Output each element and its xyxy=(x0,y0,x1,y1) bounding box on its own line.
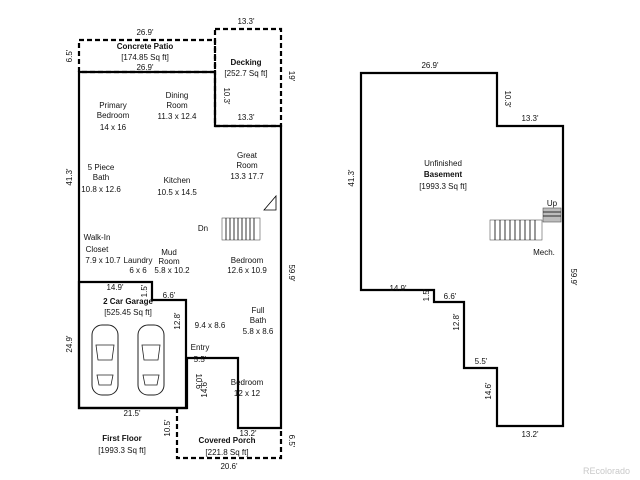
laundry-label: Laundry xyxy=(124,256,153,265)
dimension-label: 13.3' xyxy=(237,113,255,122)
dimension-label: 26.9' xyxy=(136,28,154,37)
dimension-label: 13.3' xyxy=(521,114,539,123)
dimension-label: 5.5' xyxy=(194,355,207,364)
dimension-label: 1.5' xyxy=(422,288,431,301)
dimension-label: 10.3' xyxy=(222,87,231,105)
dimension-label: 26.9' xyxy=(421,61,439,70)
laundry-dims: 6 x 6 xyxy=(129,266,147,275)
decking-area: [252.7 Sq ft] xyxy=(224,69,267,78)
car-icon xyxy=(91,324,119,396)
svg-text:Closet: Closet xyxy=(86,245,109,254)
basement-stairs xyxy=(489,207,562,241)
first-floor-title: First Floor xyxy=(102,434,142,443)
dimension-label: 26.9' xyxy=(136,63,154,72)
first-floor-stairs xyxy=(221,194,277,241)
dimension-label: 13.3' xyxy=(237,17,255,26)
great-room-dims: 13.3 17.7 xyxy=(230,172,264,181)
basement-title: Basement xyxy=(424,170,463,179)
bedroom-2-dims: 12 x 12 xyxy=(234,389,261,398)
garage-outline xyxy=(77,280,188,410)
bedroom-1-label: Bedroom xyxy=(231,256,264,265)
dimension-label: 6.5' xyxy=(287,435,296,448)
dimension-label: 21.5' xyxy=(123,409,141,418)
first-floor-area: [1993.3 Sq ft] xyxy=(98,446,146,455)
dimension-label: 14.9' xyxy=(106,283,124,292)
dining-room-dims: 11.3 x 12.4 xyxy=(158,112,198,121)
primary-bedroom-label: Primary xyxy=(99,101,127,110)
full-bath-label: Full xyxy=(252,306,265,315)
dimension-label: 13.2' xyxy=(239,429,257,438)
covered-porch-label: Covered Porch xyxy=(199,436,256,445)
dimension-label: 59.9' xyxy=(569,268,578,286)
mud-room-label: Mud xyxy=(161,248,177,257)
dimension-label: 24.9' xyxy=(65,335,74,353)
covered-porch-area: [221.8 Sq ft] xyxy=(205,448,248,457)
concrete-patio-area: [174.85 Sq ft] xyxy=(121,53,169,62)
garage-area: [525.45 Sq ft] xyxy=(104,308,152,317)
kitchen-label: Kitchen xyxy=(164,176,191,185)
bedroom-2-label: Bedroom xyxy=(231,378,264,387)
dimension-label: 6.5' xyxy=(65,49,74,62)
svg-text:Bath: Bath xyxy=(93,173,109,182)
dining-room-label: Dining xyxy=(166,91,189,100)
dimension-label: 14.9' xyxy=(389,284,407,293)
basement-outline xyxy=(359,71,565,428)
dimension-label: 41.3' xyxy=(65,168,74,186)
dimension-label: 6.6' xyxy=(444,292,457,301)
svg-text:Room: Room xyxy=(236,161,258,170)
garage-label: 2 Car Garage xyxy=(103,297,153,306)
bath-label: 5 Piece xyxy=(88,163,115,172)
basement-area: [1993.3 Sq ft] xyxy=(419,182,467,191)
bath-dims: 10.8 x 12.6 xyxy=(81,185,121,194)
dimension-label: 10.6' xyxy=(194,373,203,391)
dimension-label: 10.5' xyxy=(163,419,172,437)
dimension-label: 59.9' xyxy=(287,264,296,282)
kitchen-dims: 10.5 x 14.5 xyxy=(157,188,197,197)
dimension-label: 5.5' xyxy=(475,357,488,366)
bedroom-1-dims: 12.6 x 10.9 xyxy=(227,266,267,275)
svg-text:Room: Room xyxy=(166,101,188,110)
stairs-up-label: Up xyxy=(547,199,558,208)
dimension-label: 6.6' xyxy=(163,291,176,300)
dimension-label: 10.3' xyxy=(503,90,512,108)
dimension-label: 20.6' xyxy=(220,462,238,471)
mech-label: Mech. xyxy=(533,248,555,257)
first-floor-plan: Concrete Patio [174.85 Sq ft] Decking [2… xyxy=(65,17,296,471)
dimension-label: 41.3' xyxy=(347,169,356,187)
dimension-label: 14.6' xyxy=(484,382,493,400)
watermark: REcolorado xyxy=(583,466,630,476)
walk-in-closet-dims: 7.9 x 10.7 xyxy=(85,256,121,265)
dimension-label: 19' xyxy=(287,71,296,82)
concrete-patio-label: Concrete Patio xyxy=(117,42,174,51)
svg-text:Bath: Bath xyxy=(250,316,266,325)
svg-text:Room: Room xyxy=(158,257,180,266)
entry-label: Entry xyxy=(191,343,210,352)
decking-label: Decking xyxy=(230,58,261,67)
dimension-label: 1.5' xyxy=(140,284,149,297)
walk-in-closet-label: Walk-In xyxy=(84,233,111,242)
basement-plan: Unfinished Basement [1993.3 Sq ft] Up Me… xyxy=(347,61,578,439)
basement-name: Unfinished xyxy=(424,159,462,168)
mud-room-dims: 5.8 x 10.2 xyxy=(154,266,190,275)
svg-text:Bedroom: Bedroom xyxy=(97,111,130,120)
great-room-label: Great xyxy=(237,151,258,160)
full-bath-dims: 5.8 x 8.6 xyxy=(243,327,274,336)
dimension-label: 14.6' xyxy=(200,380,209,398)
dimension-label: 12.8' xyxy=(452,313,461,331)
stairs-down-label: Dn xyxy=(198,224,208,233)
covered-porch-outline xyxy=(175,408,283,460)
hall-dims: 9.4 x 8.6 xyxy=(195,321,226,330)
car-icon xyxy=(137,324,165,396)
dimension-label: 13.2' xyxy=(521,430,539,439)
primary-bedroom-dims: 14 x 16 xyxy=(100,123,127,132)
dimension-label: 12.8' xyxy=(173,312,182,330)
